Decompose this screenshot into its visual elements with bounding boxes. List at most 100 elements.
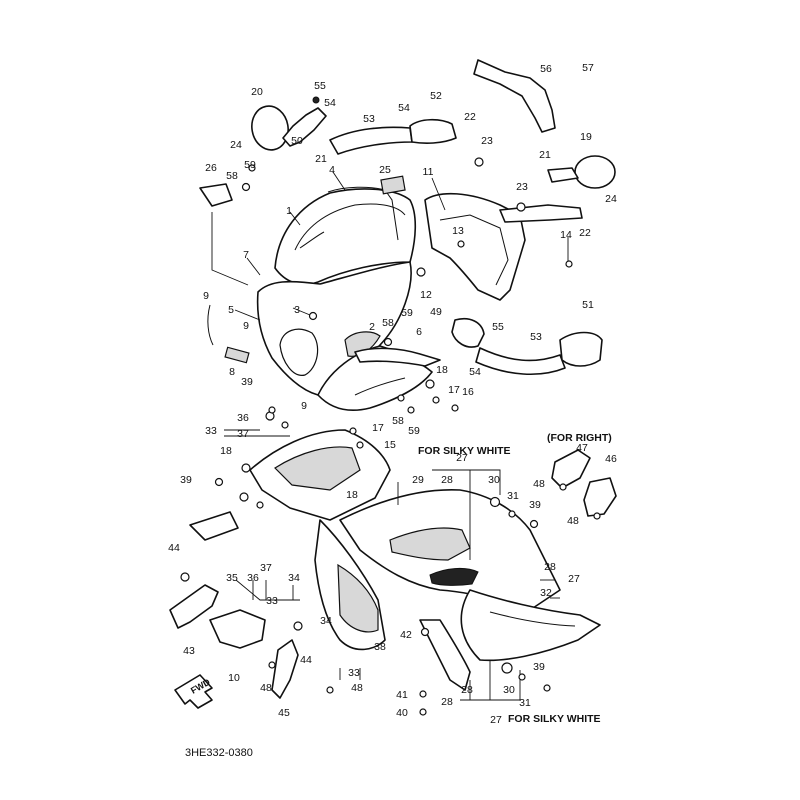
bottom-cowling-vent bbox=[429, 567, 479, 586]
air-duct-lower bbox=[475, 347, 566, 376]
callout: 59 bbox=[401, 307, 413, 319]
callout: 17 bbox=[372, 422, 384, 434]
callout: 3 bbox=[294, 304, 300, 316]
callout: 30 bbox=[503, 684, 515, 696]
upper-bracket bbox=[473, 59, 556, 133]
callout: 54 bbox=[398, 102, 410, 114]
callout: 50 bbox=[291, 135, 303, 147]
bracket-46 bbox=[583, 477, 617, 517]
callout: 40 bbox=[396, 707, 408, 719]
callout: 39 bbox=[533, 661, 545, 673]
callout: 13 bbox=[452, 225, 464, 237]
bracket-47 bbox=[551, 449, 591, 489]
callout: 28 bbox=[441, 474, 453, 486]
callout: 19 bbox=[580, 131, 592, 143]
callout: 36 bbox=[247, 572, 259, 584]
callout: 28 bbox=[461, 684, 473, 696]
windscreen-inner-edge bbox=[294, 203, 406, 251]
callout: 2 bbox=[369, 321, 375, 333]
callout: 28 bbox=[544, 561, 556, 573]
bracket-left bbox=[199, 183, 233, 207]
mirror-right bbox=[574, 155, 616, 189]
callout: 14 bbox=[560, 229, 572, 241]
callout: 51 bbox=[582, 299, 594, 311]
callout: 24 bbox=[605, 193, 617, 205]
callout: 7 bbox=[243, 249, 249, 261]
callout: 25 bbox=[379, 164, 391, 176]
callout: 52 bbox=[430, 90, 442, 102]
note-silky-white-bottom: FOR SILKY WHITE bbox=[508, 713, 601, 725]
windscreen-highlight bbox=[299, 231, 325, 249]
callout: 44 bbox=[300, 654, 312, 666]
bracket-43 bbox=[169, 584, 219, 629]
callout: 18 bbox=[220, 445, 232, 457]
callout: 26 bbox=[205, 162, 217, 174]
under-cowling-right-inner bbox=[489, 611, 576, 627]
mirror-right-bracket bbox=[547, 167, 579, 183]
callout: 1 bbox=[286, 205, 292, 217]
cowling-stay bbox=[424, 192, 526, 301]
mirror-left-stem bbox=[282, 107, 327, 147]
callout: 20 bbox=[251, 86, 263, 98]
callout: 48 bbox=[351, 682, 363, 694]
callout: 24 bbox=[230, 139, 242, 151]
callout: 4 bbox=[329, 164, 335, 176]
callout: 9 bbox=[301, 400, 307, 412]
callout: 16 bbox=[462, 386, 474, 398]
callout: 45 bbox=[278, 707, 290, 719]
callout: 39 bbox=[529, 499, 541, 511]
callout: 32 bbox=[540, 587, 552, 599]
callout: 21 bbox=[539, 149, 551, 161]
side-emblem bbox=[224, 346, 250, 364]
callout: 18 bbox=[346, 489, 358, 501]
callout: 33 bbox=[266, 595, 278, 607]
callout: 11 bbox=[423, 166, 434, 178]
inner-panel-recess bbox=[274, 446, 361, 491]
callout: 12 bbox=[420, 289, 432, 301]
under-cowling-left-panel bbox=[337, 563, 379, 633]
plate-left bbox=[189, 511, 239, 541]
callout: 27 bbox=[456, 452, 468, 464]
side-panel-inner bbox=[354, 377, 406, 396]
callout: 54 bbox=[469, 366, 481, 378]
callout: 58 bbox=[382, 317, 394, 329]
callout: 48 bbox=[533, 478, 545, 490]
bracket-45 bbox=[271, 639, 299, 699]
air-duct-upper bbox=[329, 126, 413, 155]
under-cowling-edge bbox=[419, 619, 471, 691]
callout: 34 bbox=[320, 615, 332, 627]
callout: 49 bbox=[430, 306, 442, 318]
callout: 55 bbox=[314, 80, 326, 92]
callout: 30 bbox=[488, 474, 500, 486]
mirror-left bbox=[251, 105, 289, 151]
callouts: 1 2 3 4 5 6 7 8 9 9 9 10 11 12 13 14 15 … bbox=[168, 62, 617, 726]
callout: 38 bbox=[374, 641, 386, 653]
note-silky-white-top: FOR SILKY WHITE bbox=[418, 445, 511, 457]
callout: 10 bbox=[228, 672, 240, 684]
callout: 58 bbox=[226, 170, 238, 182]
callout: 42 bbox=[400, 629, 412, 641]
callout: 33 bbox=[348, 667, 360, 679]
callout: 56 bbox=[540, 63, 552, 75]
callout: 5 bbox=[228, 304, 234, 316]
callout: 48 bbox=[260, 682, 272, 694]
callout: 31 bbox=[519, 697, 531, 709]
callout: 48 bbox=[567, 515, 579, 527]
stay-inner bbox=[439, 214, 509, 286]
callout: 27 bbox=[490, 714, 502, 726]
callout: 8 bbox=[229, 366, 235, 378]
callout: 35 bbox=[226, 572, 238, 584]
callout: 37 bbox=[260, 562, 272, 574]
callout: 9 bbox=[243, 320, 249, 332]
callout: 9 bbox=[203, 290, 209, 302]
callout: 55 bbox=[492, 321, 504, 333]
leader-lines bbox=[211, 171, 569, 701]
callout: 44 bbox=[168, 542, 180, 554]
callout: 59 bbox=[408, 425, 420, 437]
callout: 39 bbox=[241, 376, 253, 388]
callout: 29 bbox=[412, 474, 424, 486]
callout: 23 bbox=[481, 135, 493, 147]
callout: 18 bbox=[436, 364, 448, 376]
callout: 22 bbox=[464, 111, 476, 123]
